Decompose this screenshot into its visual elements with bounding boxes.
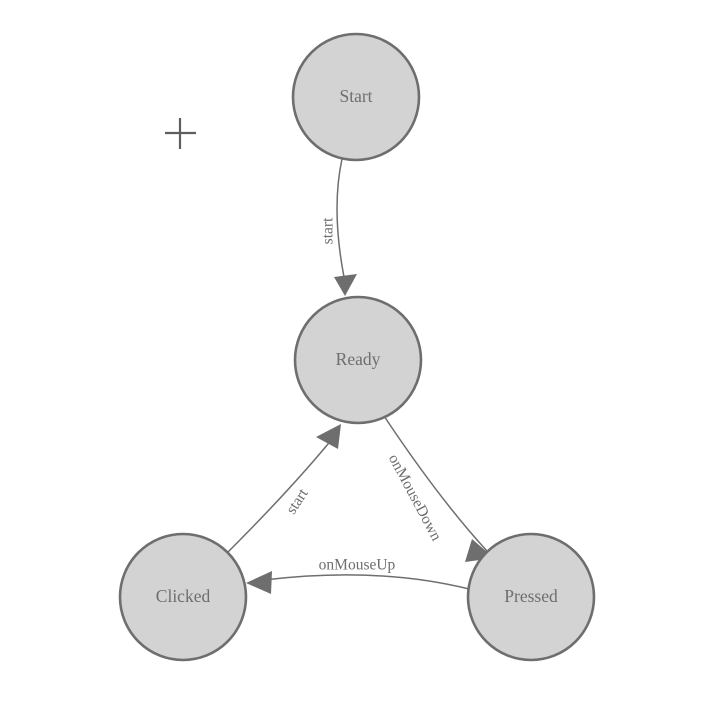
edge-path-start-to-ready (336, 158, 345, 278)
edge-ready-to-pressed[interactable] (383, 415, 494, 562)
edge-path-ready-to-pressed (383, 415, 488, 552)
edge-label-start-to-ready: start (320, 217, 337, 244)
node-start-label: Start (339, 86, 372, 106)
edge-label-ready-to-pressed: onMouseDown (385, 451, 445, 544)
edge-pressed-to-clicked[interactable] (246, 571, 470, 594)
node-clicked[interactable]: Clicked (118, 532, 248, 662)
arrowhead-clicked-to-ready (316, 424, 341, 449)
edge-path-clicked-to-ready (227, 443, 329, 553)
edge-label-pressed-to-clicked: onMouseUp (319, 557, 396, 574)
node-clicked-circle[interactable] (118, 532, 248, 662)
node-pressed[interactable]: Pressed (466, 532, 596, 662)
node-pressed-circle[interactable] (466, 532, 596, 662)
edge-start-to-ready[interactable] (334, 158, 357, 296)
edge-path-pressed-to-clicked (263, 574, 470, 590)
edge-clicked-to-ready[interactable] (227, 424, 341, 553)
node-clicked-label: Clicked (156, 586, 211, 606)
node-ready-label: Ready (336, 349, 381, 369)
node-ready[interactable]: Ready (293, 295, 423, 425)
arrowhead-pressed-to-clicked (246, 571, 272, 594)
node-start[interactable]: Start (291, 32, 421, 162)
node-ready-circle[interactable] (293, 295, 423, 425)
arrowhead-start-to-ready (334, 274, 357, 296)
node-pressed-label: Pressed (504, 586, 558, 606)
crosshair-icon[interactable] (165, 118, 196, 149)
node-start-circle[interactable] (291, 32, 421, 162)
